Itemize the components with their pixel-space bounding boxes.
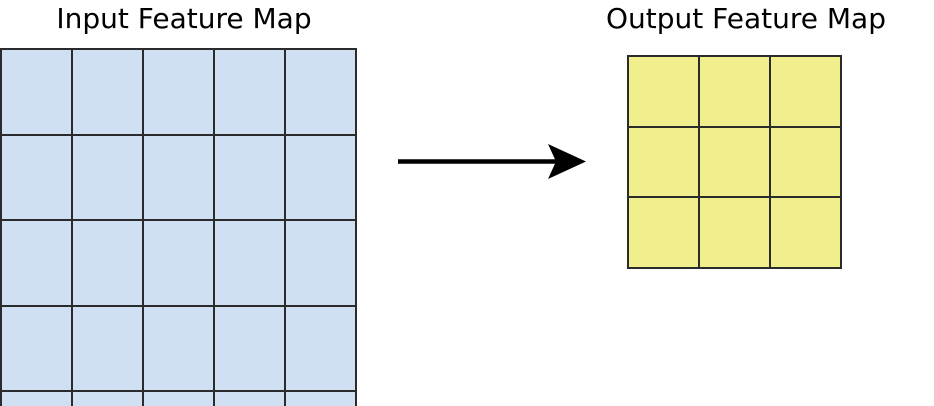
output-cell bbox=[629, 198, 698, 267]
right-arrow-icon bbox=[398, 144, 586, 179]
input-cell bbox=[286, 221, 355, 305]
output-cell bbox=[629, 57, 698, 126]
output-cell bbox=[771, 127, 840, 197]
input-cell bbox=[286, 392, 355, 406]
input-cell bbox=[144, 306, 213, 391]
input-cell bbox=[2, 392, 71, 406]
input-cell bbox=[2, 306, 71, 391]
output-cell bbox=[700, 127, 769, 197]
input-cell bbox=[286, 306, 355, 391]
input-cell bbox=[144, 135, 213, 220]
input-cell bbox=[73, 306, 142, 391]
input-cell bbox=[144, 50, 213, 134]
arrow-head bbox=[548, 144, 586, 179]
output-cell bbox=[700, 57, 769, 126]
input-cell bbox=[215, 221, 284, 305]
input-cell bbox=[73, 50, 142, 134]
output-cell bbox=[629, 127, 698, 197]
input-cell bbox=[2, 221, 71, 305]
input-cell bbox=[144, 392, 213, 406]
input-feature-map-title: Input Feature Map bbox=[56, 2, 312, 35]
input-cell bbox=[2, 135, 71, 220]
output-cell bbox=[700, 198, 769, 267]
input-cell bbox=[215, 306, 284, 391]
output-cell bbox=[771, 57, 840, 126]
input-cell bbox=[73, 392, 142, 406]
output-feature-map-title: Output Feature Map bbox=[606, 2, 886, 35]
input-cell bbox=[144, 221, 213, 305]
input-cell bbox=[2, 50, 71, 134]
input-cell bbox=[73, 135, 142, 220]
input-cell bbox=[73, 221, 142, 305]
output-cell bbox=[771, 198, 840, 267]
input-cell bbox=[215, 392, 284, 406]
input-cell bbox=[215, 135, 284, 220]
input-feature-map-grid bbox=[0, 48, 357, 406]
input-cell bbox=[286, 50, 355, 134]
input-cell bbox=[215, 50, 284, 134]
input-cell bbox=[286, 135, 355, 220]
output-feature-map-grid bbox=[627, 55, 842, 269]
